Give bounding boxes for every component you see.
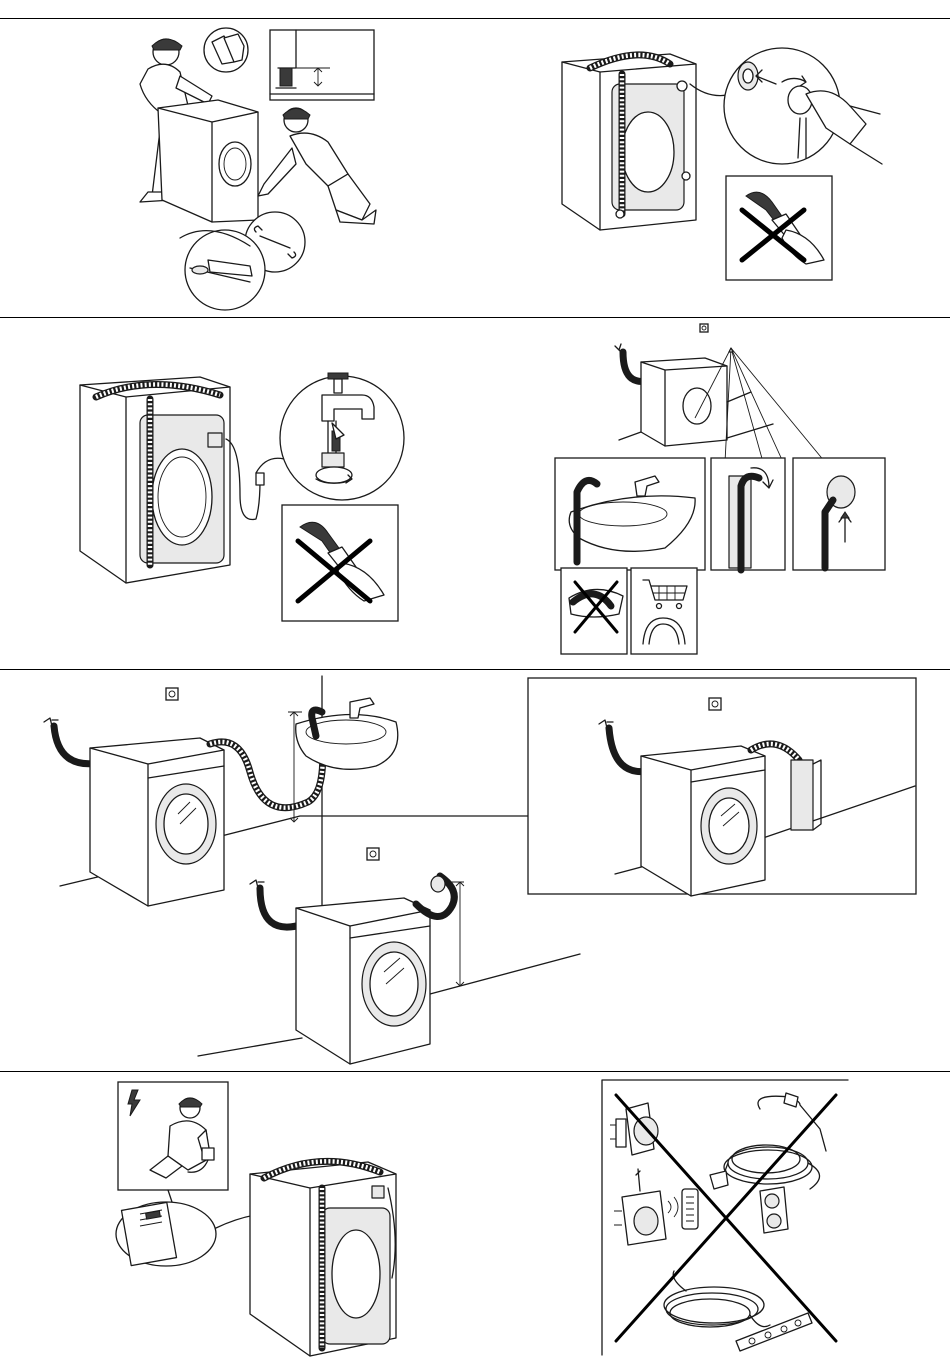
wrench-icon (180, 212, 305, 310)
panel-drain-options (555, 322, 905, 662)
socket-icon (166, 688, 178, 700)
separator-2 (0, 669, 950, 670)
separator-1 (0, 317, 950, 318)
no-kink-icon (561, 568, 627, 654)
sink-icon (555, 458, 705, 570)
socket-icon (709, 698, 721, 710)
extension-cable-icon (710, 1093, 826, 1189)
panel-transport-bolts (550, 24, 890, 314)
machine-electrical (250, 1161, 396, 1356)
machine-sink (44, 718, 323, 906)
no-pliers-icon (726, 176, 832, 280)
shopping-cart-icon (631, 568, 697, 654)
hose-bend-icon (711, 458, 785, 570)
panel-no-adapters (600, 1079, 850, 1357)
wall-drain-icon (793, 458, 885, 570)
socket-icon (700, 324, 708, 332)
bolt-zoom-icon[interactable] (690, 48, 882, 164)
panel-drain-wall (525, 676, 925, 898)
panel-electrical (110, 1078, 420, 1358)
no-pliers-icon (282, 505, 398, 621)
foot-height-icon (270, 30, 374, 100)
timer-plug-icon (614, 1169, 698, 1245)
separator-top (0, 18, 950, 19)
panel-unpack-level (100, 24, 390, 314)
machine-standpipe (198, 876, 580, 1064)
machine-inlet (80, 377, 264, 583)
socket-icon (367, 848, 379, 860)
electric-hazard-icon (118, 1082, 228, 1190)
gloves-icon (204, 28, 248, 72)
machine-drain-small (615, 344, 825, 462)
panel-inlet-hose (70, 355, 420, 630)
machine-back (562, 54, 696, 230)
panel-drain-sink (40, 676, 600, 1068)
separator-3 (0, 1071, 950, 1072)
adapter-icon (610, 1103, 658, 1155)
tap-zoom-icon[interactable] (256, 373, 404, 500)
